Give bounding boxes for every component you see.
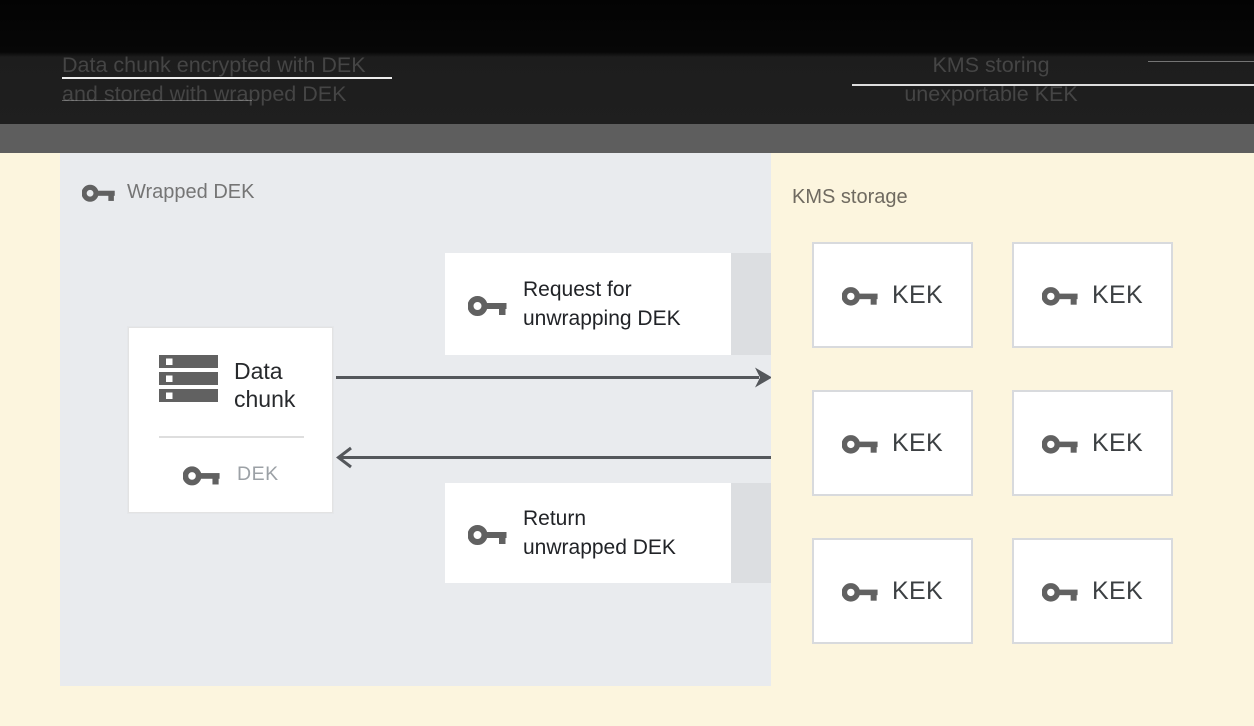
return-unwrapped-box: Return unwrapped DEK — [445, 483, 731, 583]
kek-box: KEK — [1012, 538, 1173, 644]
key-icon — [468, 520, 508, 547]
kek-label: KEK — [892, 576, 943, 605]
key-icon — [183, 462, 221, 487]
kek-box: KEK — [1012, 390, 1173, 496]
return-unwrapped-label: Return unwrapped DEK — [523, 507, 676, 559]
key-icon — [1042, 283, 1079, 307]
artifact-streak — [62, 77, 392, 79]
key-icon — [842, 579, 879, 603]
return-box-shadow-strip — [731, 483, 771, 583]
header-caption-left-line2: and stored with wrapped DEK — [62, 82, 347, 106]
flow-arrows — [336, 367, 771, 469]
kek-label: KEK — [1092, 576, 1143, 605]
data-chunk-row: Data chunk — [159, 355, 322, 413]
kek-box: KEK — [1012, 242, 1173, 348]
kek-box: KEK — [812, 538, 973, 644]
wrapped-dek-label-text: Wrapped DEK — [127, 180, 255, 203]
wrapped-dek-label: Wrapped DEK — [82, 180, 254, 204]
return-arrow — [336, 446, 771, 469]
divider-line — [159, 436, 304, 438]
header-caption-right-line2: unexportable KEK — [904, 82, 1078, 106]
data-chunk-box: Data chunk DEK — [128, 327, 333, 513]
header-caption-left-line1: Data chunk encrypted with DEK — [62, 53, 366, 77]
header-caption-left: Data chunk encrypted with DEK and stored… — [62, 51, 366, 109]
data-chunk-title: Data chunk — [234, 358, 296, 412]
header-caption-right-line1: KMS storing — [932, 53, 1050, 77]
request-unwrap-label: Request for unwrapping DEK — [523, 278, 681, 330]
kms-storage-label: KMS storage — [792, 186, 908, 208]
kek-label: KEK — [892, 428, 943, 457]
kek-label: KEK — [1092, 428, 1143, 457]
header-banner: Data chunk encrypted with DEK and stored… — [0, 0, 1254, 124]
kek-box: KEK — [812, 390, 973, 496]
key-icon — [1042, 431, 1079, 455]
artifact-streak — [62, 100, 252, 101]
diagram-content: Wrapped DEK — [0, 153, 1254, 726]
request-box-shadow-strip — [731, 253, 771, 355]
request-unwrap-box: Request for unwrapping DEK — [445, 253, 731, 355]
key-icon — [842, 431, 879, 455]
key-icon — [1042, 579, 1079, 603]
kek-box: KEK — [812, 242, 973, 348]
kek-label: KEK — [1092, 280, 1143, 309]
divider-band — [0, 124, 1254, 153]
header-caption-right: KMS storing unexportable KEK — [855, 51, 1127, 109]
key-icon — [82, 180, 116, 204]
kek-label: KEK — [892, 280, 943, 309]
artifact-streak — [1148, 61, 1254, 62]
artifact-streak — [852, 84, 1254, 86]
storage-icon — [159, 355, 218, 403]
key-icon — [468, 291, 508, 318]
request-arrow — [336, 367, 771, 388]
dek-label: DEK — [237, 463, 279, 485]
dek-row: DEK — [183, 462, 279, 487]
wrapped-dek-panel: Wrapped DEK — [60, 153, 771, 686]
key-icon — [842, 283, 879, 307]
